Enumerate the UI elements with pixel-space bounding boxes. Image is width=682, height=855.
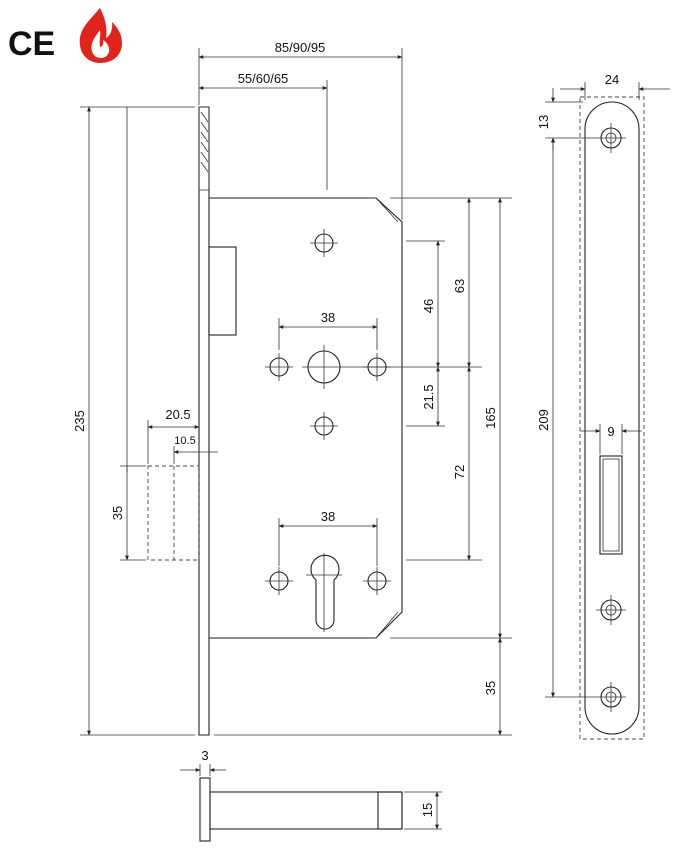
faceplate-bottom-screw-hole — [596, 682, 626, 712]
dimension-lines — [80, 48, 512, 736]
lock-body-front-view — [147, 106, 403, 736]
dim-faceplate-width: 24 — [605, 72, 619, 87]
ce-mark: CE — [8, 25, 55, 63]
dim-total-height: 235 — [72, 410, 87, 432]
faceplate-side-view — [545, 82, 670, 740]
dim-cylinder-hole-spacing: 38 — [321, 509, 335, 524]
dim-faceplate-top-margin: 13 — [536, 115, 551, 129]
dim-latch-inner: 10.5 — [174, 435, 195, 447]
dim-spindle-46: 46 — [421, 299, 436, 313]
dim-latch-projection: 20.5 — [165, 407, 190, 422]
dim-faceplate-height: 209 — [536, 409, 551, 431]
upper-screw-hole — [310, 229, 338, 257]
dim-bolt-height: 15 — [420, 803, 435, 817]
dim-spindle-follower: 21.5 — [421, 384, 436, 409]
dim-spindle-cylinder: 72 — [452, 465, 467, 479]
middle-screw-hole — [310, 412, 338, 440]
cylinder-right-screw-hole — [363, 567, 391, 595]
spindle-left-screw-hole — [265, 353, 293, 381]
ce-mark-text: CE — [8, 25, 55, 63]
dim-case-height: 165 — [483, 407, 498, 429]
dim-backset-inner: 55/60/65 — [238, 71, 289, 86]
flame-icon — [79, 8, 122, 63]
dim-case-to-bottom: 35 — [483, 681, 498, 695]
dim-strike-slot-width: 9 — [607, 424, 614, 439]
spindle-hole — [302, 345, 346, 389]
cylinder-hole — [306, 553, 342, 632]
dim-spindle-hole-spacing: 38 — [321, 310, 335, 325]
dim-latch-height: 35 — [110, 506, 125, 520]
dim-backset-options: 85/90/95 — [275, 40, 326, 55]
dim-faceplate-thickness: 3 — [201, 748, 208, 763]
faceplate-top-screw-hole — [596, 123, 626, 153]
faceplate-mid-screw-hole — [596, 595, 626, 625]
latch-slot — [599, 455, 623, 555]
dim-spindle-63: 63 — [452, 279, 467, 293]
cylinder-left-screw-hole — [265, 567, 293, 595]
bottom-plan-view — [180, 764, 442, 842]
